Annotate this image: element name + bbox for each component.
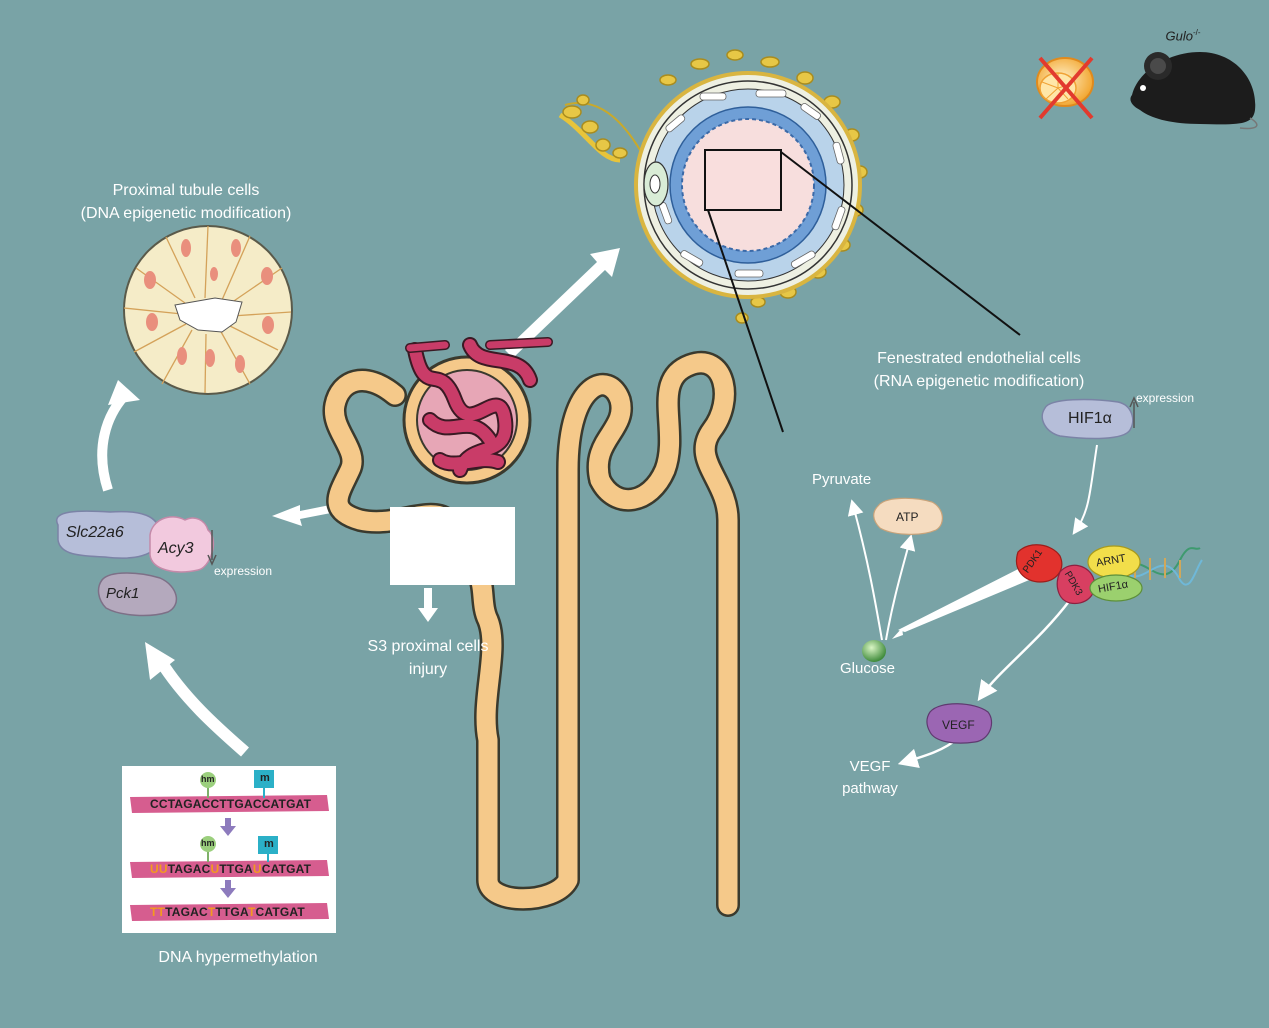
m-label-top: m	[260, 772, 270, 784]
expression-up-label: expression	[1136, 391, 1195, 405]
gulo-knockout-label: Gulo-/-	[1165, 28, 1200, 43]
nephron-tubule	[322, 350, 740, 917]
expression-down-label: expression	[214, 564, 273, 578]
gulo-genotype: -/-	[1192, 28, 1201, 37]
proximal-tubule-subtitle: (DNA epigenetic modification)	[80, 205, 292, 222]
m-label-middle: m	[264, 838, 274, 850]
mouse-silhouette-icon	[1130, 52, 1258, 130]
proximal-tubule-title: Proximal tubule cells	[112, 182, 260, 199]
curved-arrow-methylation	[154, 656, 249, 757]
seq2-part-b: TAGAC	[167, 862, 211, 876]
vegf-label: VEGF	[942, 718, 975, 732]
vegf-pathway-label-line1: VEGF	[849, 758, 891, 775]
sequence-amplified: TTTAGACTTTGATCATGAT	[150, 905, 305, 919]
seq2-part-a: UU	[150, 862, 168, 876]
hif1a-label: HIF1α	[1068, 410, 1112, 427]
dna-hypermethylation-label: DNA hypermethylation	[158, 949, 318, 966]
vegf-pathway-label-line2: pathway	[842, 780, 898, 797]
seq3-part-e: T	[247, 905, 256, 919]
pyruvate-label: Pyruvate	[812, 471, 872, 488]
glomerulus	[405, 337, 553, 478]
s3-segment-box	[390, 507, 515, 585]
gulo-gene-name: Gulo	[1165, 28, 1193, 44]
seq3-part-f: CATGAT	[255, 905, 305, 919]
seq3-part-a: TT	[150, 905, 166, 919]
flow-arrows	[272, 248, 620, 622]
seq3-part-b: TAGAC	[165, 905, 208, 919]
s3-injury-label-line2: injury	[408, 661, 448, 678]
capillary-cross-section	[558, 49, 1021, 433]
endothelial-title: Fenestrated endothelial cells	[877, 350, 1081, 367]
seq2-part-d: TTGA	[219, 862, 253, 876]
hm-label-middle: hm	[201, 838, 215, 848]
endothelial-subtitle: (RNA epigenetic modification)	[873, 373, 1085, 390]
sequence-converted: UUTAGACUTTGAUCATGAT	[150, 862, 311, 876]
glucose-label: Glucose	[840, 660, 896, 677]
s3-injury-label-line1: S3 proximal cells	[367, 638, 489, 655]
seq2-part-f: CATGAT	[261, 862, 312, 876]
atp-label: ATP	[896, 510, 919, 524]
methylation-panel	[122, 766, 336, 933]
hif-pathway	[847, 396, 1203, 768]
proximal-tubule-cross-section	[123, 225, 293, 395]
down-regulated-proteins	[55, 510, 215, 617]
seq2-part-c: U	[210, 862, 220, 876]
slc22a6-label: Slc22a6	[66, 524, 124, 541]
seq2-part-e: U	[252, 862, 262, 876]
seq3-part-c: T	[207, 905, 216, 919]
sequence-original: CCTAGACCTTGACCATGAT	[150, 797, 312, 811]
hm-label-top: hm	[201, 774, 215, 784]
seq3-part-d: TTGA	[215, 905, 248, 919]
orange-slice-crossed-icon	[1036, 56, 1094, 120]
acy3-label: Acy3	[158, 540, 194, 557]
pck1-label: Pck1	[106, 585, 140, 602]
curved-arrow-up	[97, 388, 132, 492]
